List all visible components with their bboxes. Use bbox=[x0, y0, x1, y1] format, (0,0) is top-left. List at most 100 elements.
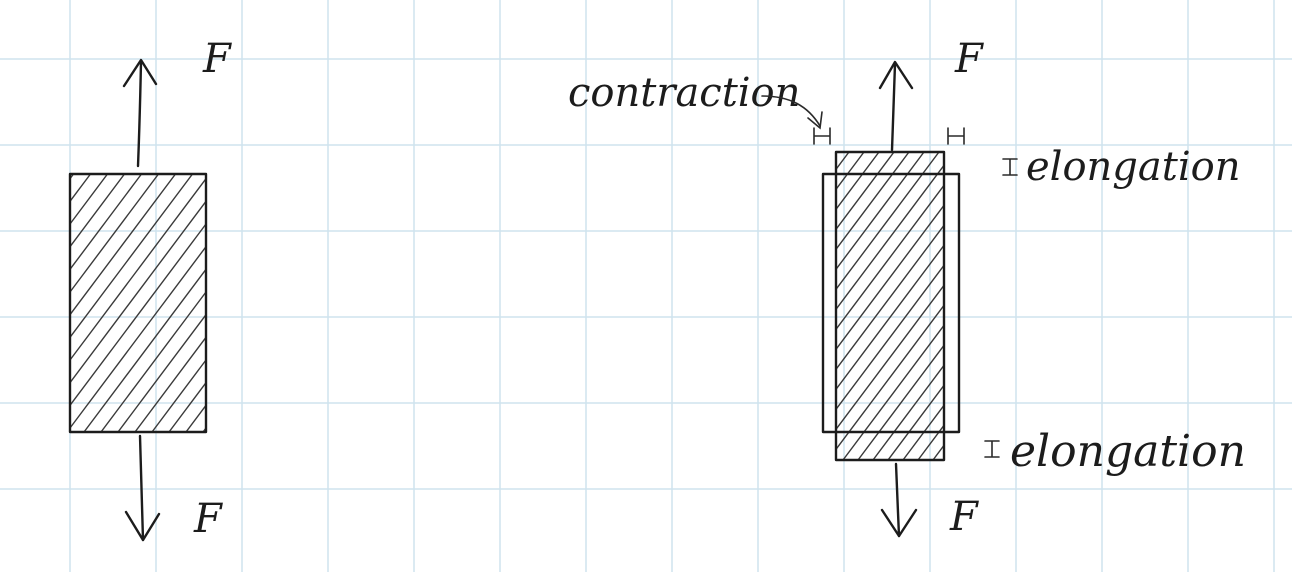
hatch-stroke bbox=[70, 174, 194, 339]
right-figure: F F contraction elongation elongation bbox=[528, 36, 1292, 540]
hatch-stroke bbox=[1038, 152, 1269, 460]
hatch-stroke bbox=[1098, 152, 1292, 460]
hatch-stroke bbox=[70, 174, 92, 203]
right-bar-hatching bbox=[528, 152, 1292, 460]
left-top-force-label: F bbox=[202, 36, 232, 82]
top-elongation-label: elongation bbox=[1026, 144, 1240, 190]
hatch-stroke bbox=[573, 152, 804, 460]
hatch-stroke bbox=[0, 174, 23, 432]
hatch-stroke bbox=[1188, 152, 1292, 460]
hatch-stroke bbox=[1143, 152, 1292, 460]
hatch-stroke bbox=[185, 404, 206, 432]
hatch-stroke bbox=[857, 344, 944, 460]
hatch-stroke bbox=[528, 152, 759, 460]
contraction-leader-line bbox=[761, 95, 821, 127]
hatch-stroke bbox=[70, 174, 109, 226]
left-contraction-marker bbox=[813, 127, 831, 145]
hatch-stroke bbox=[1248, 152, 1292, 460]
hatch-stroke bbox=[441, 174, 635, 432]
hatch-stroke bbox=[917, 424, 944, 460]
hatch-stroke bbox=[836, 152, 880, 211]
hatch-stroke bbox=[151, 358, 206, 432]
hatch-stroke bbox=[237, 174, 431, 432]
hatch-stroke bbox=[407, 174, 601, 432]
right-bottom-arrow-head bbox=[880, 508, 918, 538]
hatch-stroke bbox=[543, 152, 774, 460]
hatch-stroke bbox=[1113, 152, 1292, 460]
hatch-stroke bbox=[424, 174, 618, 432]
hatch-stroke bbox=[963, 152, 1194, 460]
left-bottom-force-label: F bbox=[193, 496, 223, 542]
hatch-stroke bbox=[836, 164, 944, 311]
hatch-stroke bbox=[836, 152, 940, 291]
hatch-stroke bbox=[836, 264, 944, 411]
hatch-stroke bbox=[836, 152, 910, 251]
hatch-stroke bbox=[254, 174, 448, 432]
right-top-arrow-head bbox=[878, 60, 914, 90]
hatch-stroke bbox=[836, 284, 944, 431]
hatch-stroke bbox=[168, 381, 206, 432]
hatch-stroke bbox=[872, 364, 944, 460]
right-top-arrow-shaft bbox=[890, 62, 897, 152]
right-bottom-force-label: F bbox=[949, 494, 979, 540]
hatch-stroke bbox=[390, 174, 584, 432]
hatch-stroke bbox=[0, 174, 6, 432]
hatch-stroke bbox=[322, 174, 516, 432]
hatch-stroke bbox=[70, 200, 206, 384]
hatch-stroke bbox=[70, 174, 75, 180]
hatch-stroke bbox=[1233, 152, 1292, 460]
hatch-stroke bbox=[288, 174, 482, 432]
hatch-stroke bbox=[842, 324, 944, 460]
hatch-stroke bbox=[887, 384, 944, 460]
hatch-stroke bbox=[836, 224, 944, 371]
hatch-stroke bbox=[836, 152, 865, 191]
right-contraction-marker bbox=[947, 127, 965, 145]
hatch-stroke bbox=[70, 174, 177, 316]
hatch-stroke bbox=[100, 290, 206, 432]
left-top-arrow-head bbox=[122, 58, 158, 88]
left-figure: F F bbox=[0, 36, 635, 542]
hatch-stroke bbox=[70, 174, 126, 248]
hatch-stroke bbox=[373, 174, 567, 432]
hatch-stroke bbox=[83, 268, 206, 432]
hatch-stroke bbox=[948, 152, 1179, 460]
hatch-stroke bbox=[202, 426, 206, 432]
hatch-stroke bbox=[117, 313, 206, 432]
hatch-stroke bbox=[978, 152, 1209, 460]
right-bottom-arrow-shaft bbox=[894, 462, 901, 538]
hatch-stroke bbox=[1203, 152, 1292, 460]
hatch-stroke bbox=[70, 174, 160, 294]
top-elongation-marker bbox=[1002, 158, 1018, 176]
hatch-stroke bbox=[0, 174, 40, 432]
hatch-stroke bbox=[339, 174, 533, 432]
hatch-stroke bbox=[902, 404, 944, 460]
hatch-stroke bbox=[1008, 152, 1239, 460]
hatch-stroke bbox=[1128, 152, 1292, 460]
hatch-stroke bbox=[134, 336, 206, 432]
hatch-stroke bbox=[1218, 152, 1292, 460]
hatch-stroke bbox=[70, 174, 143, 271]
left-bar-hatching bbox=[0, 174, 635, 432]
hatch-stroke bbox=[356, 174, 550, 432]
hatch-stroke bbox=[220, 174, 414, 432]
hatch-stroke bbox=[836, 244, 944, 391]
hatch-stroke bbox=[836, 152, 895, 231]
hatch-stroke bbox=[932, 444, 944, 460]
hatch-stroke bbox=[993, 152, 1224, 460]
hatch-stroke bbox=[836, 204, 944, 351]
hatch-stroke bbox=[588, 152, 819, 460]
contraction-label: contraction bbox=[568, 70, 800, 116]
right-top-force-label: F bbox=[954, 36, 984, 82]
hatch-stroke bbox=[836, 152, 850, 171]
bottom-elongation-marker bbox=[984, 440, 1000, 458]
bottom-elongation-label: elongation bbox=[1010, 426, 1246, 477]
hatch-stroke bbox=[836, 152, 925, 271]
hatch-stroke bbox=[1053, 152, 1284, 460]
original-bar-outline bbox=[821, 172, 961, 434]
hatch-stroke bbox=[603, 152, 834, 460]
hatch-stroke bbox=[0, 174, 57, 432]
hatch-stroke bbox=[836, 184, 944, 331]
